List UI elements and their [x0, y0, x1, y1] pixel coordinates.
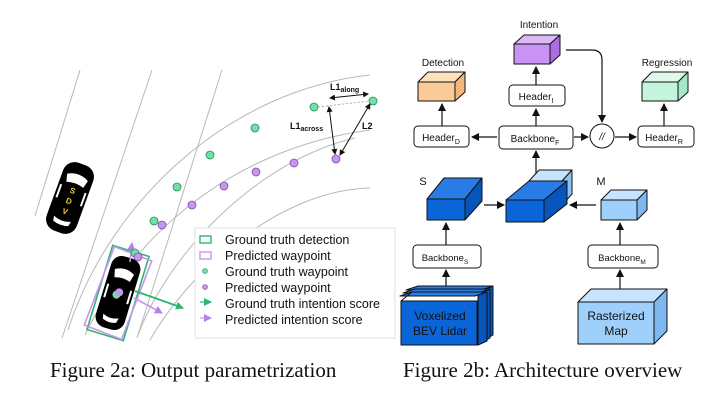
- predicted-center: [115, 288, 124, 297]
- regression-output-cube: [641, 71, 689, 102]
- predicted-waypoint: [133, 252, 143, 262]
- figure-2b: Detection Intention Regression HeaderD: [399, 20, 695, 346]
- predicted-waypoint: [289, 158, 299, 168]
- sdv-letter: D: [65, 196, 74, 207]
- lane-curve: [137, 137, 356, 336]
- predicted-intention-arrow: [133, 297, 163, 314]
- waypoints: [130, 96, 378, 262]
- header-r-label: HeaderR: [645, 133, 683, 146]
- map-input-label: Map: [604, 324, 628, 338]
- windshield: [66, 173, 88, 188]
- legend-label: Predicted waypoint: [225, 281, 331, 295]
- ground-truth-waypoint: [250, 123, 260, 133]
- ground-truth-waypoint: [309, 102, 319, 112]
- map-feature-label: M: [596, 176, 605, 188]
- backbone-s-label: BackboneS: [422, 253, 469, 266]
- lane-line: [136, 69, 223, 339]
- green-dot-icon: [202, 268, 208, 274]
- legend-label: Ground truth detection: [225, 233, 349, 247]
- backbone-m-box: BackboneM: [587, 244, 659, 269]
- ground-truth-waypoint: [172, 182, 182, 192]
- sensor-feature-cube: [426, 177, 483, 221]
- legend-label: Ground truth waypoint: [225, 265, 349, 279]
- l1-across-label: L1across: [290, 121, 323, 133]
- ground-truth-waypoint: [205, 150, 215, 160]
- ground-truth-intention-arrow: [134, 290, 184, 310]
- predicted-waypoint: [187, 200, 197, 210]
- regression-output-label: Regression: [642, 58, 693, 69]
- sdv-letter: V: [61, 206, 70, 217]
- ground-truth-waypoint: [368, 96, 378, 106]
- predicted-waypoint: [157, 220, 167, 230]
- predicted-waypoint: [219, 181, 229, 191]
- intention-output-label: Intention: [520, 20, 558, 31]
- arrow-intention-to-concat: [566, 49, 606, 123]
- concat-node: //: [589, 123, 615, 149]
- map-feature-cube: [600, 189, 648, 221]
- figure-2a-caption: Figure 2a: Output parametrization: [50, 358, 337, 382]
- lane-curve: [67, 74, 371, 331]
- legend-label: Predicted waypoint: [225, 249, 331, 263]
- backbone-m-label: BackboneM: [598, 253, 646, 266]
- l1-along-arrow: [329, 91, 369, 101]
- rear-window: [53, 215, 71, 227]
- purple-dot-icon: [202, 284, 208, 290]
- l2-arrow: [339, 103, 371, 156]
- green-box-icon: [199, 235, 212, 244]
- legend-label: Ground truth intention score: [225, 297, 380, 311]
- predicted-waypoints: [133, 154, 341, 262]
- header-i-box: HeaderI: [508, 84, 566, 107]
- legend-box: [194, 227, 396, 339]
- predicted-waypoint: [251, 167, 261, 177]
- lane-line: [34, 69, 81, 217]
- header-r-box: HeaderR: [637, 125, 695, 148]
- header-i-label: HeaderI: [519, 92, 554, 105]
- lidar-input-label: BEV Lidar: [413, 324, 467, 338]
- along-track-line: [317, 100, 371, 108]
- map-input-label: Rasterized: [587, 309, 644, 323]
- sdv-car: S D V: [46, 162, 94, 234]
- l2-label: L2: [362, 121, 373, 131]
- backbone-f-label: BackboneF: [511, 134, 560, 147]
- l1-along-label: L1along: [330, 82, 359, 94]
- legend-label: Predicted intention score: [225, 313, 363, 327]
- lane-line: [61, 69, 153, 339]
- predicted-waypoint: [331, 154, 341, 164]
- sensor-feature-label: S: [419, 176, 426, 188]
- backbone-f-box: BackboneF: [498, 125, 574, 150]
- error-metrics: L1along L1across L2: [290, 82, 373, 156]
- l1-across-arrow: [326, 106, 338, 155]
- figure-2a: S D V: [34, 69, 396, 342]
- lidar-input-stack: [399, 285, 494, 346]
- legend: Ground truth detection Predicted waypoin…: [194, 227, 396, 339]
- ground-truth-waypoint: [149, 216, 159, 226]
- backbone-s-box: BackboneS: [412, 244, 482, 269]
- figure-2b-caption: Figure 2b: Architecture overview: [403, 358, 683, 382]
- sdv-letter: S: [69, 186, 78, 197]
- header-d-label: HeaderD: [422, 133, 460, 146]
- fused-feature-cube: [505, 169, 573, 223]
- ground-truth-waypoints: [130, 96, 378, 258]
- detection-output-cube: [417, 71, 466, 102]
- concat-symbol: //: [598, 132, 606, 143]
- map-input-cube: [577, 288, 668, 345]
- detection-output-label: Detection: [422, 58, 464, 69]
- purple-box-icon: [199, 251, 212, 260]
- header-d-box: HeaderD: [413, 125, 470, 148]
- lidar-input-label: Voxelized: [414, 309, 465, 323]
- intention-output-cube: [513, 34, 561, 65]
